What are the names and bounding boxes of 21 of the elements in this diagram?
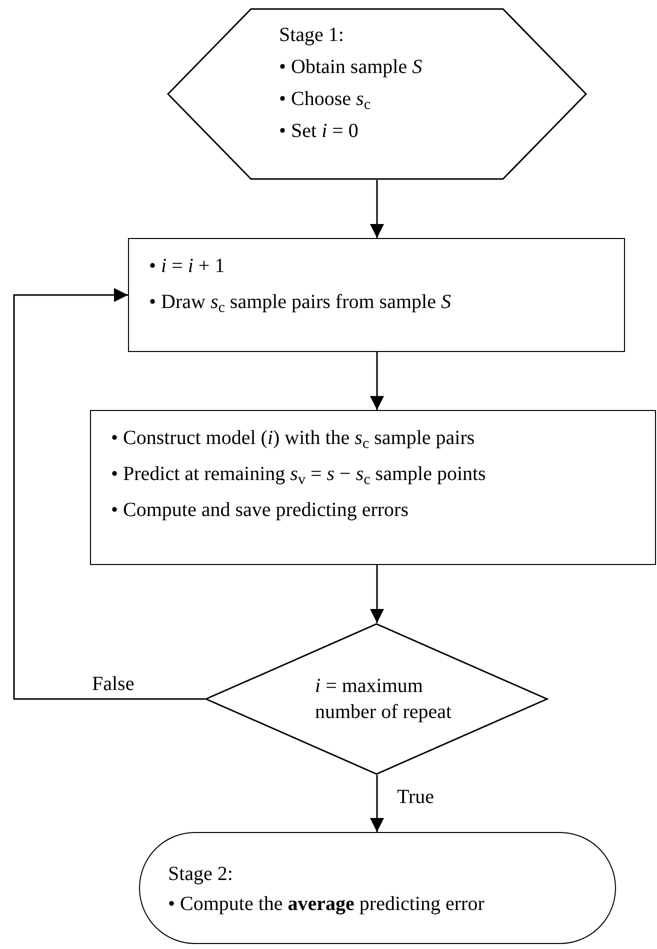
step-text: • Draw s$_{c}$ sample pairs from sample S [149, 290, 452, 315]
step-text: • Obtain sample S [279, 55, 424, 80]
step-text: • Compute and save predicting errors [111, 498, 410, 523]
step-text: • Construct model (i) with the s$_{c}$ sample pairs [111, 426, 476, 451]
step-text: • i = i + 1 [149, 254, 226, 279]
step-text: • Set i = 0 [279, 119, 360, 144]
process-box [128, 238, 625, 352]
arrow [370, 352, 384, 410]
step-text: i = maximum number of repeat [315, 674, 453, 725]
step-text: • Predict at remaining s$_{v}$ = s − s$_{c}$ sample points [111, 462, 487, 487]
start-hexagon [167, 8, 587, 180]
stage-heading: Stage 2: [168, 862, 234, 887]
step-text: • Choose s$_{c}$ [279, 87, 372, 112]
stage-heading: Stage 1: [279, 23, 345, 48]
step-text: • Compute the average predicting error [168, 892, 486, 917]
process-box [90, 410, 656, 565]
arrow [370, 565, 384, 623]
decision-diamond [205, 623, 548, 775]
arrow [370, 775, 384, 832]
arrow [370, 180, 384, 238]
arrow [13, 288, 205, 700]
